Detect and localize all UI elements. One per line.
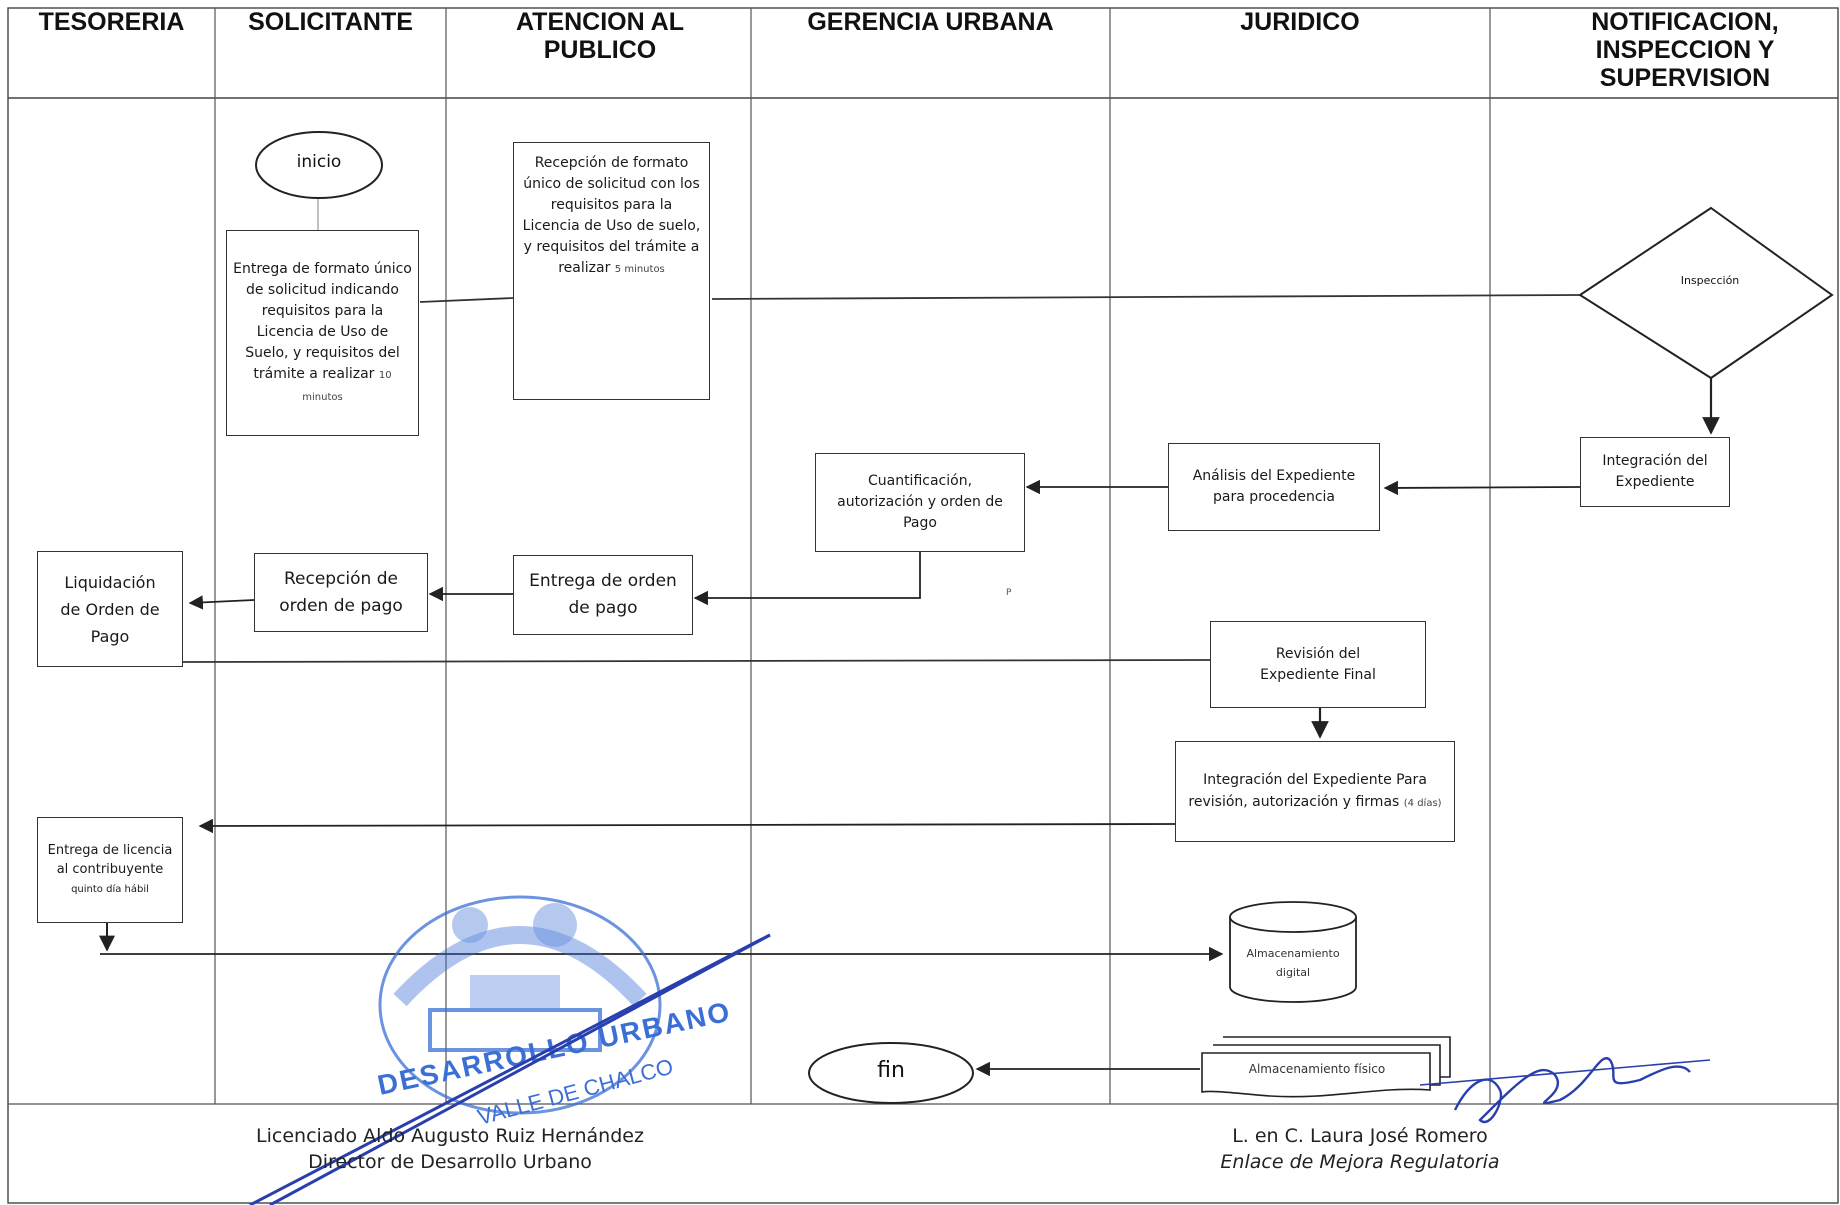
lane-header-tesoreria: TESORERIA	[38, 8, 185, 36]
seal-stamp	[378, 895, 662, 1115]
task-cuantificacion: Cuantificación, autorización y orden de …	[815, 453, 1025, 552]
signature-stroke-right	[1453, 1057, 1691, 1124]
task-text: Integración del Expediente Para revisión…	[1188, 771, 1427, 810]
task-entrega-orden: Entrega de orden de pago	[513, 555, 693, 635]
duration-label: quinto día hábil	[71, 884, 149, 895]
task-integracion-revision: Integración del Expediente Para revisión…	[1175, 741, 1455, 842]
task-integracion: Integración del Expediente	[1580, 437, 1730, 507]
task-entrega-licencia: Entrega de licencia al contribuyente quin…	[37, 817, 183, 923]
duration-label: 10 minutos	[302, 369, 392, 403]
task-entrega-formato: Entrega de formato único de solicitud in…	[226, 230, 419, 436]
lane-header-gerencia: GERENCIA URBANA	[807, 8, 1054, 36]
task-analisis: Análisis del Expediente para procedencia	[1168, 443, 1380, 531]
lane-header-atencion: ATENCION AL PUBLICO	[515, 8, 685, 64]
duration-label: 5 minutos	[614, 264, 665, 275]
task-text: Recepción de formato único de solicitud …	[522, 155, 701, 276]
signature-stroke-left	[249, 938, 761, 1205]
decision-inspeccion: Inspección	[1680, 274, 1740, 287]
task-recepcion-orden: Recepción de orden de pago	[254, 553, 428, 632]
lane-header-notificacion: NOTIFICACION, INSPECCION Y SUPERVISION	[1591, 8, 1779, 92]
start-node: inicio	[296, 152, 342, 172]
task-revision-final: Revisión del Expediente Final	[1210, 621, 1426, 708]
end-node: fin	[877, 1058, 905, 1083]
task-liquidacion: Liquidación de Orden de Pago	[37, 551, 183, 667]
signature-right-role: Enlace de Mejora Regulatoria	[1220, 1151, 1500, 1173]
task-text: Entrega de formato único de solicitud in…	[233, 260, 412, 382]
signature-right-name: L. en C. Laura José Romero	[1232, 1125, 1488, 1147]
lane-header-juridico: JURIDICO	[1240, 8, 1360, 36]
duration-label: (4 días)	[1403, 797, 1442, 809]
signature-left-name: Licenciado Aldo Augusto Ruiz Hernández	[256, 1125, 644, 1147]
task-recepcion-formato: Recepción de formato único de solicitud …	[513, 142, 710, 400]
signature-left-role: Director de Desarrollo Urbano	[308, 1151, 592, 1173]
stray-mark: P	[1006, 588, 1012, 598]
document-fisico: Almacenamiento físico	[1248, 1062, 1386, 1076]
task-text: Entrega de licencia al contribuyente	[47, 843, 173, 877]
datastore-digital: Almacenamiento digital	[1246, 947, 1340, 979]
lane-header-solicitante: SOLICITANTE	[248, 8, 413, 36]
